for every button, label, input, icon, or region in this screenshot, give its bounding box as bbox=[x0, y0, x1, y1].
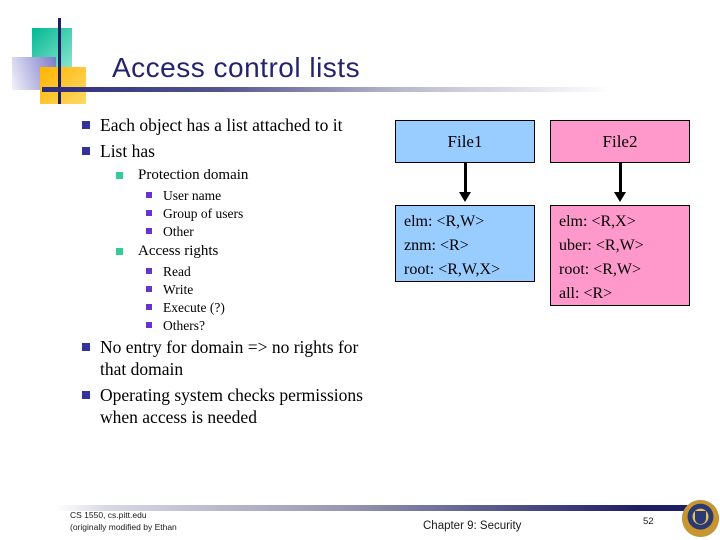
bullet-item: Read bbox=[80, 263, 380, 280]
bullet-square-icon bbox=[146, 286, 152, 292]
bullet-text: Read bbox=[163, 264, 191, 279]
bullet-item: Each object has a list attached to it bbox=[80, 114, 380, 136]
bullet-item: Others? bbox=[80, 317, 380, 334]
bullet-square-icon bbox=[82, 147, 90, 155]
bullet-item: Execute (?) bbox=[80, 299, 380, 316]
file1-acl-box: elm: <R,W> znm: <R> root: <R,W,X> bbox=[395, 205, 535, 282]
bullet-square-icon bbox=[146, 192, 152, 198]
bullet-square-icon bbox=[146, 228, 152, 234]
bullet-text: Each object has a list attached to it bbox=[100, 115, 343, 135]
bullet-item: Protection domain bbox=[80, 166, 380, 185]
file2-label: File2 bbox=[602, 131, 638, 151]
bullet-square-icon bbox=[116, 172, 123, 179]
acl-entry: elm: <R,W> bbox=[404, 213, 485, 230]
bullet-square-icon bbox=[146, 210, 152, 216]
bullet-square-icon bbox=[82, 391, 90, 399]
bullet-text: Operating system checks permissions when… bbox=[100, 385, 363, 427]
file1-label: File1 bbox=[447, 131, 483, 151]
bullet-text: Access rights bbox=[138, 243, 219, 259]
page-number: 52 bbox=[643, 516, 654, 527]
university-seal-logo bbox=[682, 500, 719, 537]
acl-entry: all: <R> bbox=[559, 285, 613, 302]
bullet-item: Operating system checks permissions when… bbox=[80, 384, 380, 428]
bullet-text: Write bbox=[163, 282, 194, 297]
bullet-text: Group of users bbox=[163, 206, 244, 221]
bullet-square-icon bbox=[116, 248, 123, 255]
file1-arrow-down-icon bbox=[464, 163, 467, 193]
footer-divider-bar bbox=[56, 505, 690, 511]
bullet-item: User name bbox=[80, 187, 380, 204]
bullet-item: No entry for domain => no rights for tha… bbox=[80, 336, 380, 380]
slide-title: Access control lists bbox=[112, 52, 361, 83]
bullet-text: Protection domain bbox=[138, 167, 249, 183]
acl-entry: elm: <R,X> bbox=[559, 213, 636, 230]
footer-course-line1: CS 1550, cs.pitt.edu bbox=[70, 510, 147, 520]
acl-entry: znm: <R> bbox=[404, 237, 469, 254]
bullet-text: List has bbox=[100, 141, 155, 161]
acl-entry: uber: <R,W> bbox=[559, 237, 644, 254]
acl-entry: root: <R,W,X> bbox=[404, 261, 501, 278]
bullet-text: Execute (?) bbox=[163, 300, 225, 315]
file2-header-box: File2 bbox=[550, 120, 690, 163]
bullet-square-icon bbox=[82, 121, 90, 129]
bullet-text: User name bbox=[163, 188, 222, 203]
bullet-item: List has bbox=[80, 140, 380, 162]
file2-acl-box: elm: <R,X> uber: <R,W> root: <R,W> all: … bbox=[550, 205, 690, 306]
deco-orange-square bbox=[40, 67, 86, 104]
bullet-item: Write bbox=[80, 281, 380, 298]
file2-arrow-down-icon bbox=[619, 163, 622, 193]
bullet-item: Group of users bbox=[80, 205, 380, 222]
bullet-list: Each object has a list attached to it Li… bbox=[80, 112, 380, 432]
bullet-text: Other bbox=[163, 224, 194, 239]
deco-vertical-line bbox=[58, 18, 61, 104]
bullet-text: No entry for domain => no rights for tha… bbox=[100, 337, 359, 379]
bullet-square-icon bbox=[146, 304, 152, 310]
acl-entry: root: <R,W> bbox=[559, 261, 642, 278]
bullet-square-icon bbox=[146, 322, 152, 328]
bullet-square-icon bbox=[82, 343, 90, 351]
seal-shield-icon bbox=[695, 511, 706, 524]
title-underline-bar bbox=[42, 87, 642, 92]
file1-header-box: File1 bbox=[395, 120, 535, 163]
bullet-square-icon bbox=[146, 268, 152, 274]
bullet-item: Other bbox=[80, 223, 380, 240]
footer-course-line2: (originally modified by Ethan bbox=[70, 521, 177, 532]
bullet-text: Others? bbox=[163, 318, 205, 333]
bullet-item: Access rights bbox=[80, 242, 380, 261]
footer-chapter-title: Chapter 9: Security bbox=[423, 520, 522, 532]
footer-course-info: CS 1550, cs.pitt.edu (originally modifie… bbox=[70, 510, 177, 533]
